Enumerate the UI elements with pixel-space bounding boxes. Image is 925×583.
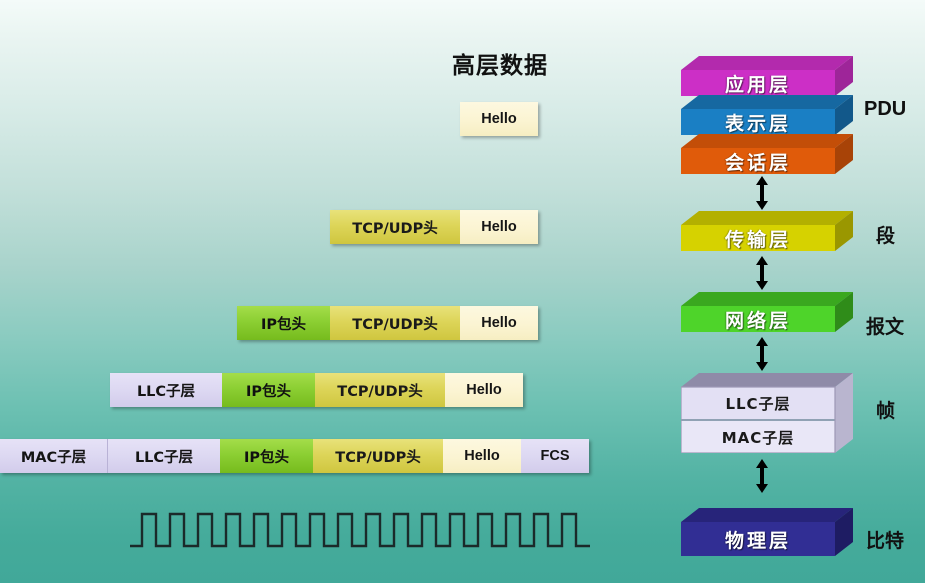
osi-layer-presentation-layer: 表示层 (681, 95, 853, 135)
segment-fcs: FCS (521, 439, 589, 473)
encapsulation-row-network-packet: IP包头 TCP/UDP头 Hello (237, 306, 538, 340)
physical-layer-3d-shape (681, 508, 853, 556)
datalink-layer-3d-shape (680, 373, 853, 454)
segment-mac-sublayer: MAC子层 (0, 439, 108, 473)
segment-tcp-udp-header: TCP/UDP头 (330, 210, 460, 244)
presentation-layer-label: 表示层 (724, 112, 791, 135)
transport-layer-label: 传输层 (724, 228, 791, 251)
llc-sublayer-label: LLC子层 (725, 394, 791, 413)
segment-hello: Hello (445, 373, 523, 407)
encapsulation-row-application-data: Hello (460, 102, 538, 136)
session-layer-3d-shape (681, 134, 853, 174)
osi-layer-datalink: LLC子层 MAC子层 (680, 373, 853, 454)
network-layer-label: 网络层 (724, 309, 791, 332)
encapsulation-row-mac-frame: MAC子层 LLC子层 IP包头 TCP/UDP头 Hello FCS (0, 439, 589, 473)
encapsulation-row-llc-frame: LLC子层 IP包头 TCP/UDP头 Hello (110, 373, 523, 407)
application-layer-3d-shape (681, 56, 853, 96)
physical-layer-label: 物理层 (724, 529, 791, 552)
presentation-layer-3d-shape (681, 95, 853, 135)
segment-llc-sublayer: LLC子层 (108, 439, 220, 473)
page-title: 高层数据 (452, 53, 548, 79)
segment-llc-sublayer: LLC子层 (110, 373, 222, 407)
session-layer-label: 会话层 (724, 151, 791, 174)
arrow-session-to-transport-icon (752, 176, 772, 215)
osi-layer-network-layer: 网络层 (681, 292, 853, 332)
segment-tcp-udp-header: TCP/UDP头 (313, 439, 443, 473)
segment-ip-header: IP包头 (220, 439, 313, 473)
segment-ip-header: IP包头 (237, 306, 330, 340)
pdu-label-pdu: PDU (864, 98, 907, 120)
pdu-label-bit: 比特 (866, 530, 905, 552)
mac-sublayer-label: MAC子层 (721, 428, 795, 447)
arrow-datalink-to-physical-icon (752, 459, 772, 498)
arrow-network-to-datalink-icon (752, 337, 772, 376)
network-layer-3d-shape (681, 292, 853, 332)
pdu-label-segment: 段 (876, 225, 896, 247)
osi-layer-session-layer: 会话层 (681, 134, 853, 174)
encapsulation-row-transport-segment: TCP/UDP头 Hello (330, 210, 538, 244)
osi-layer-physical-layer: 物理层 (681, 508, 853, 556)
pdu-label-packet: 报文 (866, 316, 905, 338)
application-layer-label: 应用层 (724, 73, 791, 96)
segment-hello: Hello (460, 102, 538, 136)
segment-hello: Hello (443, 439, 521, 473)
pdu-label-frame: 帧 (876, 400, 896, 422)
segment-tcp-udp-header: TCP/UDP头 (330, 306, 460, 340)
segment-hello: Hello (460, 210, 538, 244)
segment-hello: Hello (460, 306, 538, 340)
transport-layer-3d-shape (681, 211, 853, 251)
segment-ip-header: IP包头 (222, 373, 315, 407)
segment-tcp-udp-header: TCP/UDP头 (315, 373, 445, 407)
arrow-transport-to-network-icon (752, 256, 772, 295)
osi-layer-transport-layer: 传输层 (681, 211, 853, 251)
osi-layer-application-layer: 应用层 (681, 56, 853, 96)
bit-stream-waveform (120, 498, 620, 573)
